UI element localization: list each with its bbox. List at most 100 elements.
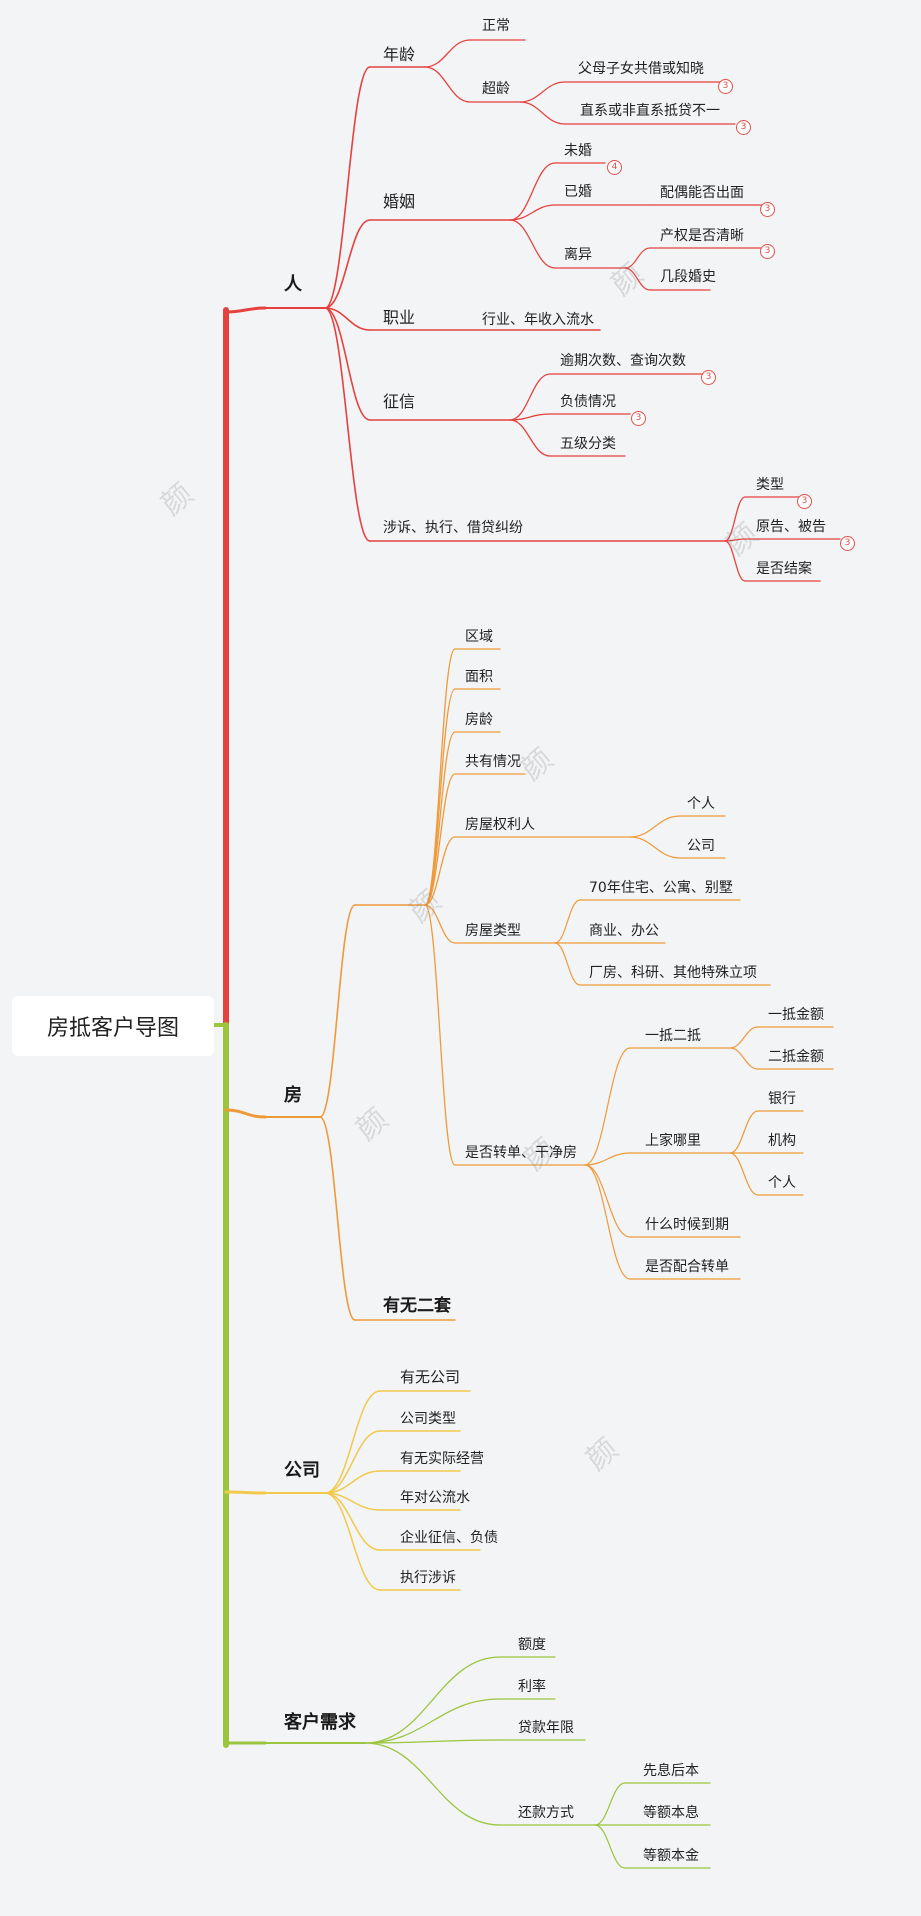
node-youwu-gongsi[interactable]: 有无公司 (400, 1368, 461, 1386)
node-mianji[interactable]: 面积 (465, 669, 493, 685)
node-yinhang[interactable]: 银行 (768, 1091, 796, 1107)
node-daoqi[interactable]: 什么时候到期 (645, 1217, 729, 1233)
connector-curve (324, 1492, 381, 1511)
branch-fang[interactable]: 房 (284, 1085, 302, 1106)
node-erdi-jine[interactable]: 二抵金额 (768, 1049, 824, 1065)
connector-curve (729, 1026, 759, 1049)
node-xianxi[interactable]: 先息后本 (643, 1763, 699, 1779)
connector-curve (424, 836, 456, 906)
node-shesu[interactable]: 涉诉、执行、借贷纠纷 (383, 520, 523, 536)
node-duigong-liushui[interactable]: 年对公流水 (400, 1490, 470, 1506)
node-fangwu-leixing[interactable]: 房屋类型 (465, 923, 521, 939)
node-quanliren[interactable]: 房屋权利人 (465, 817, 535, 833)
node-dengebenjin[interactable]: 等额本金 (643, 1848, 699, 1864)
node-huankuan[interactable]: 还款方式 (518, 1805, 574, 1821)
node-peiou[interactable]: 配偶能否出面 (660, 185, 744, 201)
connector-curve (324, 307, 371, 542)
node-nianxian[interactable]: 贷款年限 (518, 1720, 574, 1736)
node-hangye[interactable]: 行业、年收入流水 (482, 312, 594, 328)
connector-curve (724, 496, 746, 542)
node-fuzhai[interactable]: 负债情况 (560, 394, 616, 410)
node-zhuzhai[interactable]: 70年住宅、公寓、别墅 (589, 880, 733, 896)
connector-curve (509, 419, 551, 457)
connector-curve (519, 81, 566, 103)
node-hunyin[interactable]: 婚姻 (383, 192, 416, 211)
node-yihun[interactable]: 已婚 (564, 184, 592, 200)
connector-curve (584, 1164, 631, 1280)
root-node[interactable]: 房抵客户导图 (12, 996, 214, 1056)
node-shesu-leixing[interactable]: 类型 (756, 477, 784, 493)
branch-ren[interactable]: 人 (284, 274, 302, 295)
connector-curve (324, 1492, 381, 1591)
node-yidi-jine[interactable]: 一抵金额 (768, 1007, 824, 1023)
connector-curve (629, 836, 681, 859)
count-badge: 3 (797, 494, 812, 509)
node-nianling[interactable]: 年龄 (383, 45, 416, 64)
connector-curve (424, 731, 456, 906)
branch-gongsi[interactable]: 公司 (284, 1460, 320, 1481)
connector-curve (724, 538, 746, 542)
connector-curve (319, 904, 356, 1118)
connector-curve (324, 307, 371, 421)
connector-curve (224, 306, 267, 314)
connector-curve (324, 1430, 381, 1494)
connector-curve (324, 307, 371, 331)
connector-curve (729, 1110, 759, 1154)
count-badge: 3 (760, 202, 775, 217)
node-lilv[interactable]: 利率 (518, 1679, 546, 1695)
node-zhengxin[interactable]: 征信 (383, 392, 416, 411)
connector-curve (324, 66, 371, 309)
node-chanquan[interactable]: 产权是否清晰 (660, 228, 744, 244)
node-weihun[interactable]: 未婚 (564, 143, 592, 159)
node-zhiye[interactable]: 职业 (383, 308, 416, 327)
node-quanliren-gongsi[interactable]: 公司 (687, 838, 715, 854)
node-jiean[interactable]: 是否结案 (756, 561, 812, 577)
connector-curve (594, 1782, 626, 1826)
node-yidi-erdi[interactable]: 一抵二抵 (645, 1028, 701, 1044)
connector-curve (224, 1490, 267, 1495)
node-changfang[interactable]: 厂房、科研、其他特殊立项 (589, 965, 757, 981)
node-gongsi-leixing[interactable]: 公司类型 (400, 1411, 456, 1427)
node-liyi[interactable]: 离异 (564, 247, 592, 263)
node-ertao[interactable]: 有无二套 (383, 1296, 451, 1316)
node-gongyou[interactable]: 共有情况 (465, 754, 521, 770)
connector-curve (364, 1656, 501, 1744)
count-badge: 3 (718, 79, 733, 94)
node-peihe[interactable]: 是否配合转单 (645, 1259, 729, 1275)
connector-curve (364, 1739, 501, 1744)
count-badge: 3 (736, 120, 751, 135)
node-jigou[interactable]: 机构 (768, 1133, 796, 1149)
node-fangling[interactable]: 房龄 (465, 712, 493, 728)
connector-curve (224, 1108, 267, 1119)
connector-curve (624, 267, 651, 291)
node-wuji[interactable]: 五级分类 (560, 436, 616, 452)
connector-curve (324, 1470, 381, 1494)
node-hunshi[interactable]: 几段婚史 (660, 269, 716, 285)
connector-curve (584, 1164, 631, 1238)
node-dengebenxi[interactable]: 等额本息 (643, 1805, 699, 1821)
connector-curve (364, 1698, 501, 1744)
node-zhengchang[interactable]: 正常 (482, 18, 510, 34)
count-badge: 3 (631, 411, 646, 426)
connector-curve (554, 942, 581, 986)
node-zhixi[interactable]: 直系或非直系抵贷不一 (580, 103, 720, 119)
node-shangjia[interactable]: 上家哪里 (645, 1133, 701, 1149)
node-shiji-jingying[interactable]: 有无实际经营 (400, 1451, 484, 1467)
node-zhixing-shesu[interactable]: 执行涉诉 (400, 1570, 456, 1586)
node-quyu[interactable]: 区域 (465, 629, 493, 645)
node-qiye-zhengxin[interactable]: 企业征信、负债 (400, 1530, 498, 1546)
connector-curve (624, 247, 651, 269)
node-shangye[interactable]: 商业、办公 (589, 923, 659, 939)
node-chaoling[interactable]: 超龄 (482, 81, 510, 97)
node-zhuandan[interactable]: 是否转单、干净房 (465, 1145, 577, 1161)
branch-xuqiu[interactable]: 客户需求 (284, 1712, 356, 1733)
node-yuqi[interactable]: 逾期次数、查询次数 (560, 353, 686, 369)
node-edu[interactable]: 额度 (518, 1637, 546, 1653)
node-fumu-gongjie[interactable]: 父母子女共借或知晓 (578, 61, 704, 77)
node-quanliren-geren[interactable]: 个人 (687, 796, 715, 812)
node-shangjia-geren[interactable]: 个人 (768, 1175, 796, 1191)
connector-curve (324, 219, 371, 309)
connector-curve (509, 373, 551, 421)
node-yuangao[interactable]: 原告、被告 (756, 519, 826, 535)
